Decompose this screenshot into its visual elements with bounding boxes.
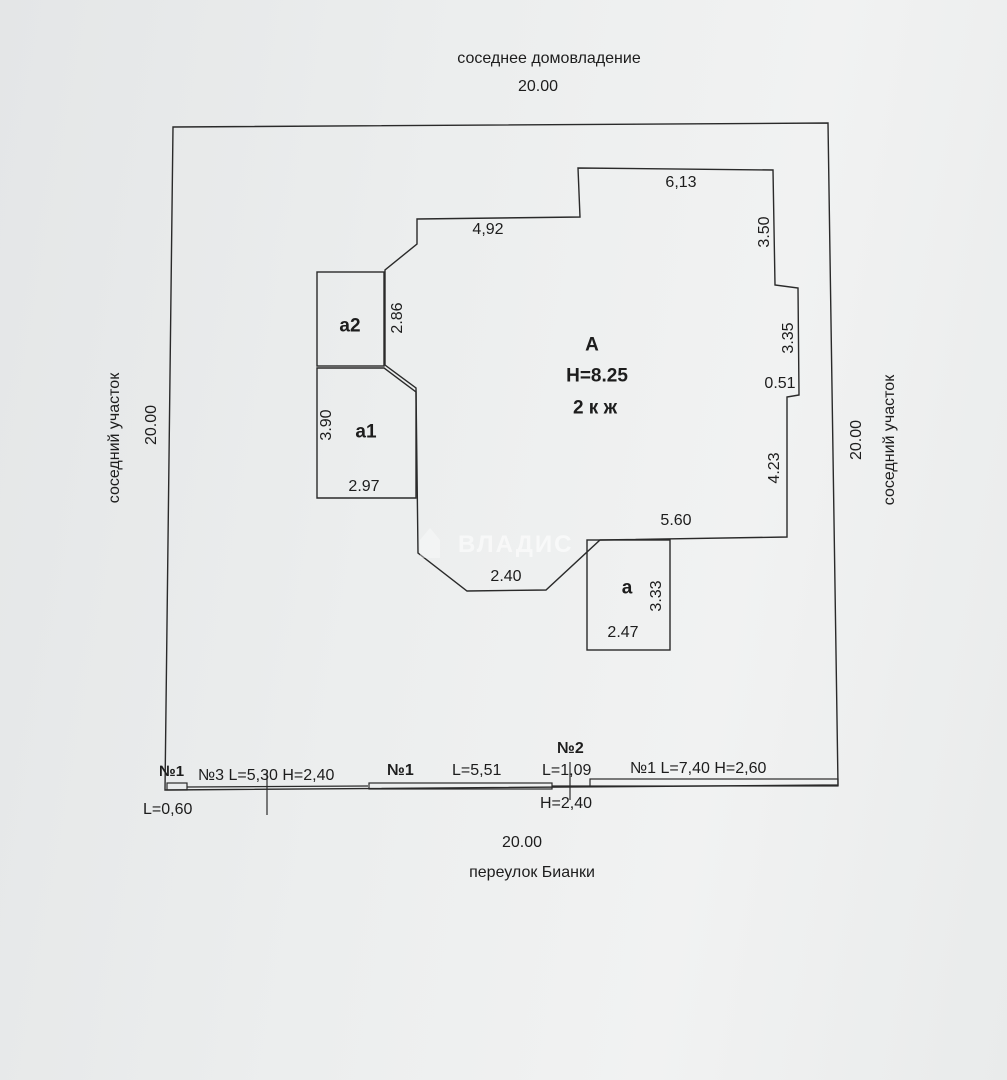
dim-a-top-right: 6,13 (665, 174, 697, 191)
fence-l060: L=0,60 (143, 801, 193, 818)
building-a-floors: 2 к ж (572, 397, 618, 419)
annex-a1-dim-horizontal: 2.97 (348, 478, 380, 495)
watermark-logo (420, 528, 440, 558)
annex-a2-dim: 2.86 (389, 302, 406, 334)
right-length: 20.00 (848, 419, 865, 461)
left-length: 20.00 (143, 404, 160, 446)
fence-l551: L=5,51 (452, 762, 502, 779)
annex-a-dim-vertical: 3.33 (648, 580, 665, 612)
annex-a1-outline (316, 367, 417, 499)
annex-a-outline (586, 539, 671, 651)
fence-n3: №3 L=5,30 Н=2,40 (198, 767, 335, 784)
watermark-text: ВЛАДИС (458, 531, 574, 558)
bottom-length: 20.00 (501, 834, 543, 851)
annex-a-dim-horizontal: 2.47 (607, 624, 639, 641)
fence-n2: №2 (557, 740, 584, 757)
dim-a-top-left: 4,92 (472, 221, 504, 238)
fence-lines (166, 762, 839, 815)
fence-n1-mid: №1 (387, 762, 414, 779)
fence-n1-right: №1 L=7,40 Н=2,60 (630, 760, 767, 777)
dim-a-right-mid: 3.35 (780, 322, 797, 354)
top-neighbor-caption: соседнее домовладение (457, 50, 641, 67)
annex-a1-label: а1 (355, 421, 377, 443)
building-a-outline (384, 167, 800, 592)
dim-a-right-lower: 4.23 (766, 452, 783, 484)
dim-a-bottom-right: 5.60 (660, 512, 692, 529)
annex-a1-dim-vertical: 3.90 (318, 409, 335, 441)
building-a-height: Н=8.25 (566, 365, 628, 387)
annex-a-label: а (621, 577, 633, 599)
building-a-letter: А (585, 334, 599, 356)
left-neighbor-caption: соседний участок (106, 372, 123, 504)
fence-h240: Н=2,40 (540, 795, 593, 812)
bottom-street-caption: переулок Бианки (469, 864, 595, 881)
dim-a-step: 0.51 (764, 375, 796, 392)
fence-n1-left: №1 (159, 763, 185, 780)
top-length: 20.00 (517, 78, 559, 95)
annex-a2-outline (316, 271, 385, 367)
dim-a-right-upper: 3.50 (756, 216, 773, 248)
fence-l109: L=1,09 (542, 762, 592, 779)
annex-a2-label: а2 (339, 315, 361, 337)
right-neighbor-caption: соседний участок (881, 374, 898, 506)
dim-a-bottom-mid: 2.40 (490, 568, 522, 585)
